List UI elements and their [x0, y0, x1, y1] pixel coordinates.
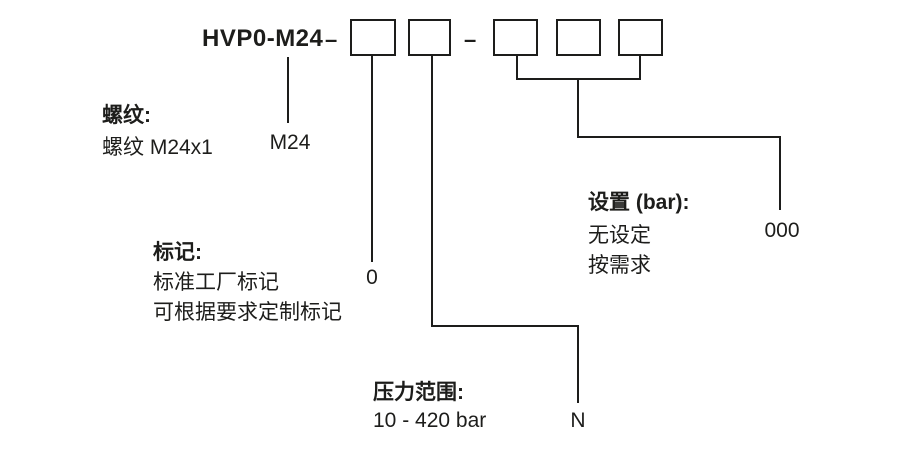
- code-separator-1: –: [325, 27, 338, 52]
- connector-setting-across: [577, 136, 781, 138]
- thread-option-label: 螺纹 M24x1: [102, 136, 213, 159]
- code-separator-2: –: [464, 27, 477, 52]
- marking-option-label-2: 可根据要求定制标记: [153, 301, 342, 324]
- pressure-option-value: N: [570, 409, 586, 432]
- connector-setting-stub-right: [639, 55, 641, 80]
- connector-setting-drop: [577, 78, 579, 138]
- setting-heading: 设置 (bar):: [588, 191, 690, 214]
- thread-option-value: M24: [269, 131, 311, 154]
- model-code-title: HVP0-M24: [202, 25, 324, 52]
- marking-option-label-1: 标准工厂标记: [153, 271, 279, 294]
- setting-option-label-1: 无设定: [588, 224, 651, 247]
- setting-option-label-2: 按需求: [588, 254, 651, 277]
- code-box-setting-1: [493, 19, 538, 56]
- thread-heading: 螺纹:: [102, 104, 151, 127]
- connector-pressure-tail: [577, 325, 579, 403]
- connector-marking: [371, 55, 373, 262]
- connector-pressure-across: [431, 325, 579, 327]
- pressure-option-label: 10 - 420 bar: [373, 409, 487, 432]
- code-box-marking: [350, 19, 396, 56]
- connector-thread: [287, 57, 289, 123]
- marking-option-value: 0: [366, 266, 378, 289]
- marking-heading: 标记:: [153, 241, 202, 264]
- setting-option-value: 000: [764, 219, 800, 242]
- connector-setting-stub-left: [516, 55, 518, 80]
- connector-setting-tail: [779, 136, 781, 210]
- code-box-setting-2: [556, 19, 601, 56]
- code-box-setting-3: [618, 19, 663, 56]
- code-box-pressure: [408, 19, 451, 56]
- pressure-heading: 压力范围:: [373, 381, 464, 404]
- connector-pressure-drop: [431, 55, 433, 327]
